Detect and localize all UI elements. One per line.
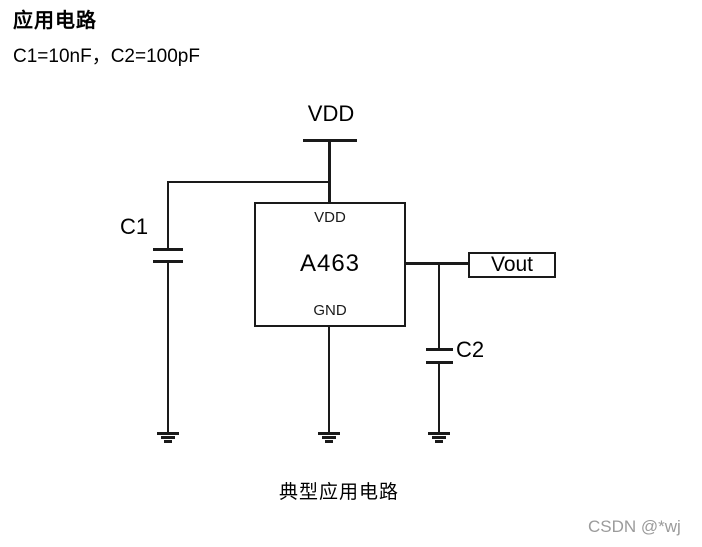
ground-bar: [164, 440, 172, 443]
csdn-watermark: CSDN @*wj: [588, 517, 681, 536]
wire-chip-to-vout: [405, 262, 468, 265]
wire-vdd-to-c1: [167, 181, 330, 183]
capacitor-c2-label: C2: [456, 337, 485, 362]
wire-vdd-to-chip: [328, 141, 331, 202]
capacitor-c2-bottom-plate: [426, 361, 453, 364]
ground-symbol-c2: [428, 432, 450, 443]
ic-gnd-pin-label: GND: [313, 302, 347, 319]
component-values-text: C1=10nF，C2=100pF: [13, 46, 200, 67]
ground-bar: [322, 436, 336, 439]
ic-a463-body: VDD A463 GND: [254, 202, 406, 327]
capacitor-c2-top-plate: [426, 348, 453, 351]
figure-caption: 典型应用电路: [279, 482, 400, 503]
ground-bar: [435, 440, 443, 443]
capacitor-c1-top-plate: [153, 248, 183, 251]
ground-bar: [428, 432, 450, 435]
ground-symbol-chip: [318, 432, 340, 443]
wire-c1-top: [167, 183, 169, 248]
wire-c2-to-ground: [438, 364, 440, 432]
wire-c2-top: [438, 264, 440, 348]
ic-vdd-pin-label: VDD: [314, 209, 346, 226]
vdd-net-label: VDD: [307, 101, 355, 126]
ground-bar: [161, 436, 175, 439]
wire-chip-to-ground: [328, 327, 330, 432]
capacitor-c1-label: C1: [119, 214, 149, 239]
page-title: 应用电路: [13, 10, 97, 32]
ground-bar: [318, 432, 340, 435]
ic-part-number: A463: [299, 250, 361, 277]
ground-symbol-c1: [157, 432, 179, 443]
ground-bar: [325, 440, 333, 443]
vout-port-box: Vout: [468, 252, 556, 278]
capacitor-c1-bottom-plate: [153, 260, 183, 263]
ground-bar: [432, 436, 446, 439]
vdd-rail-bar: [303, 139, 357, 142]
wire-c1-to-ground: [167, 263, 169, 432]
ground-bar: [157, 432, 179, 435]
vout-port-label: Vout: [490, 253, 534, 276]
